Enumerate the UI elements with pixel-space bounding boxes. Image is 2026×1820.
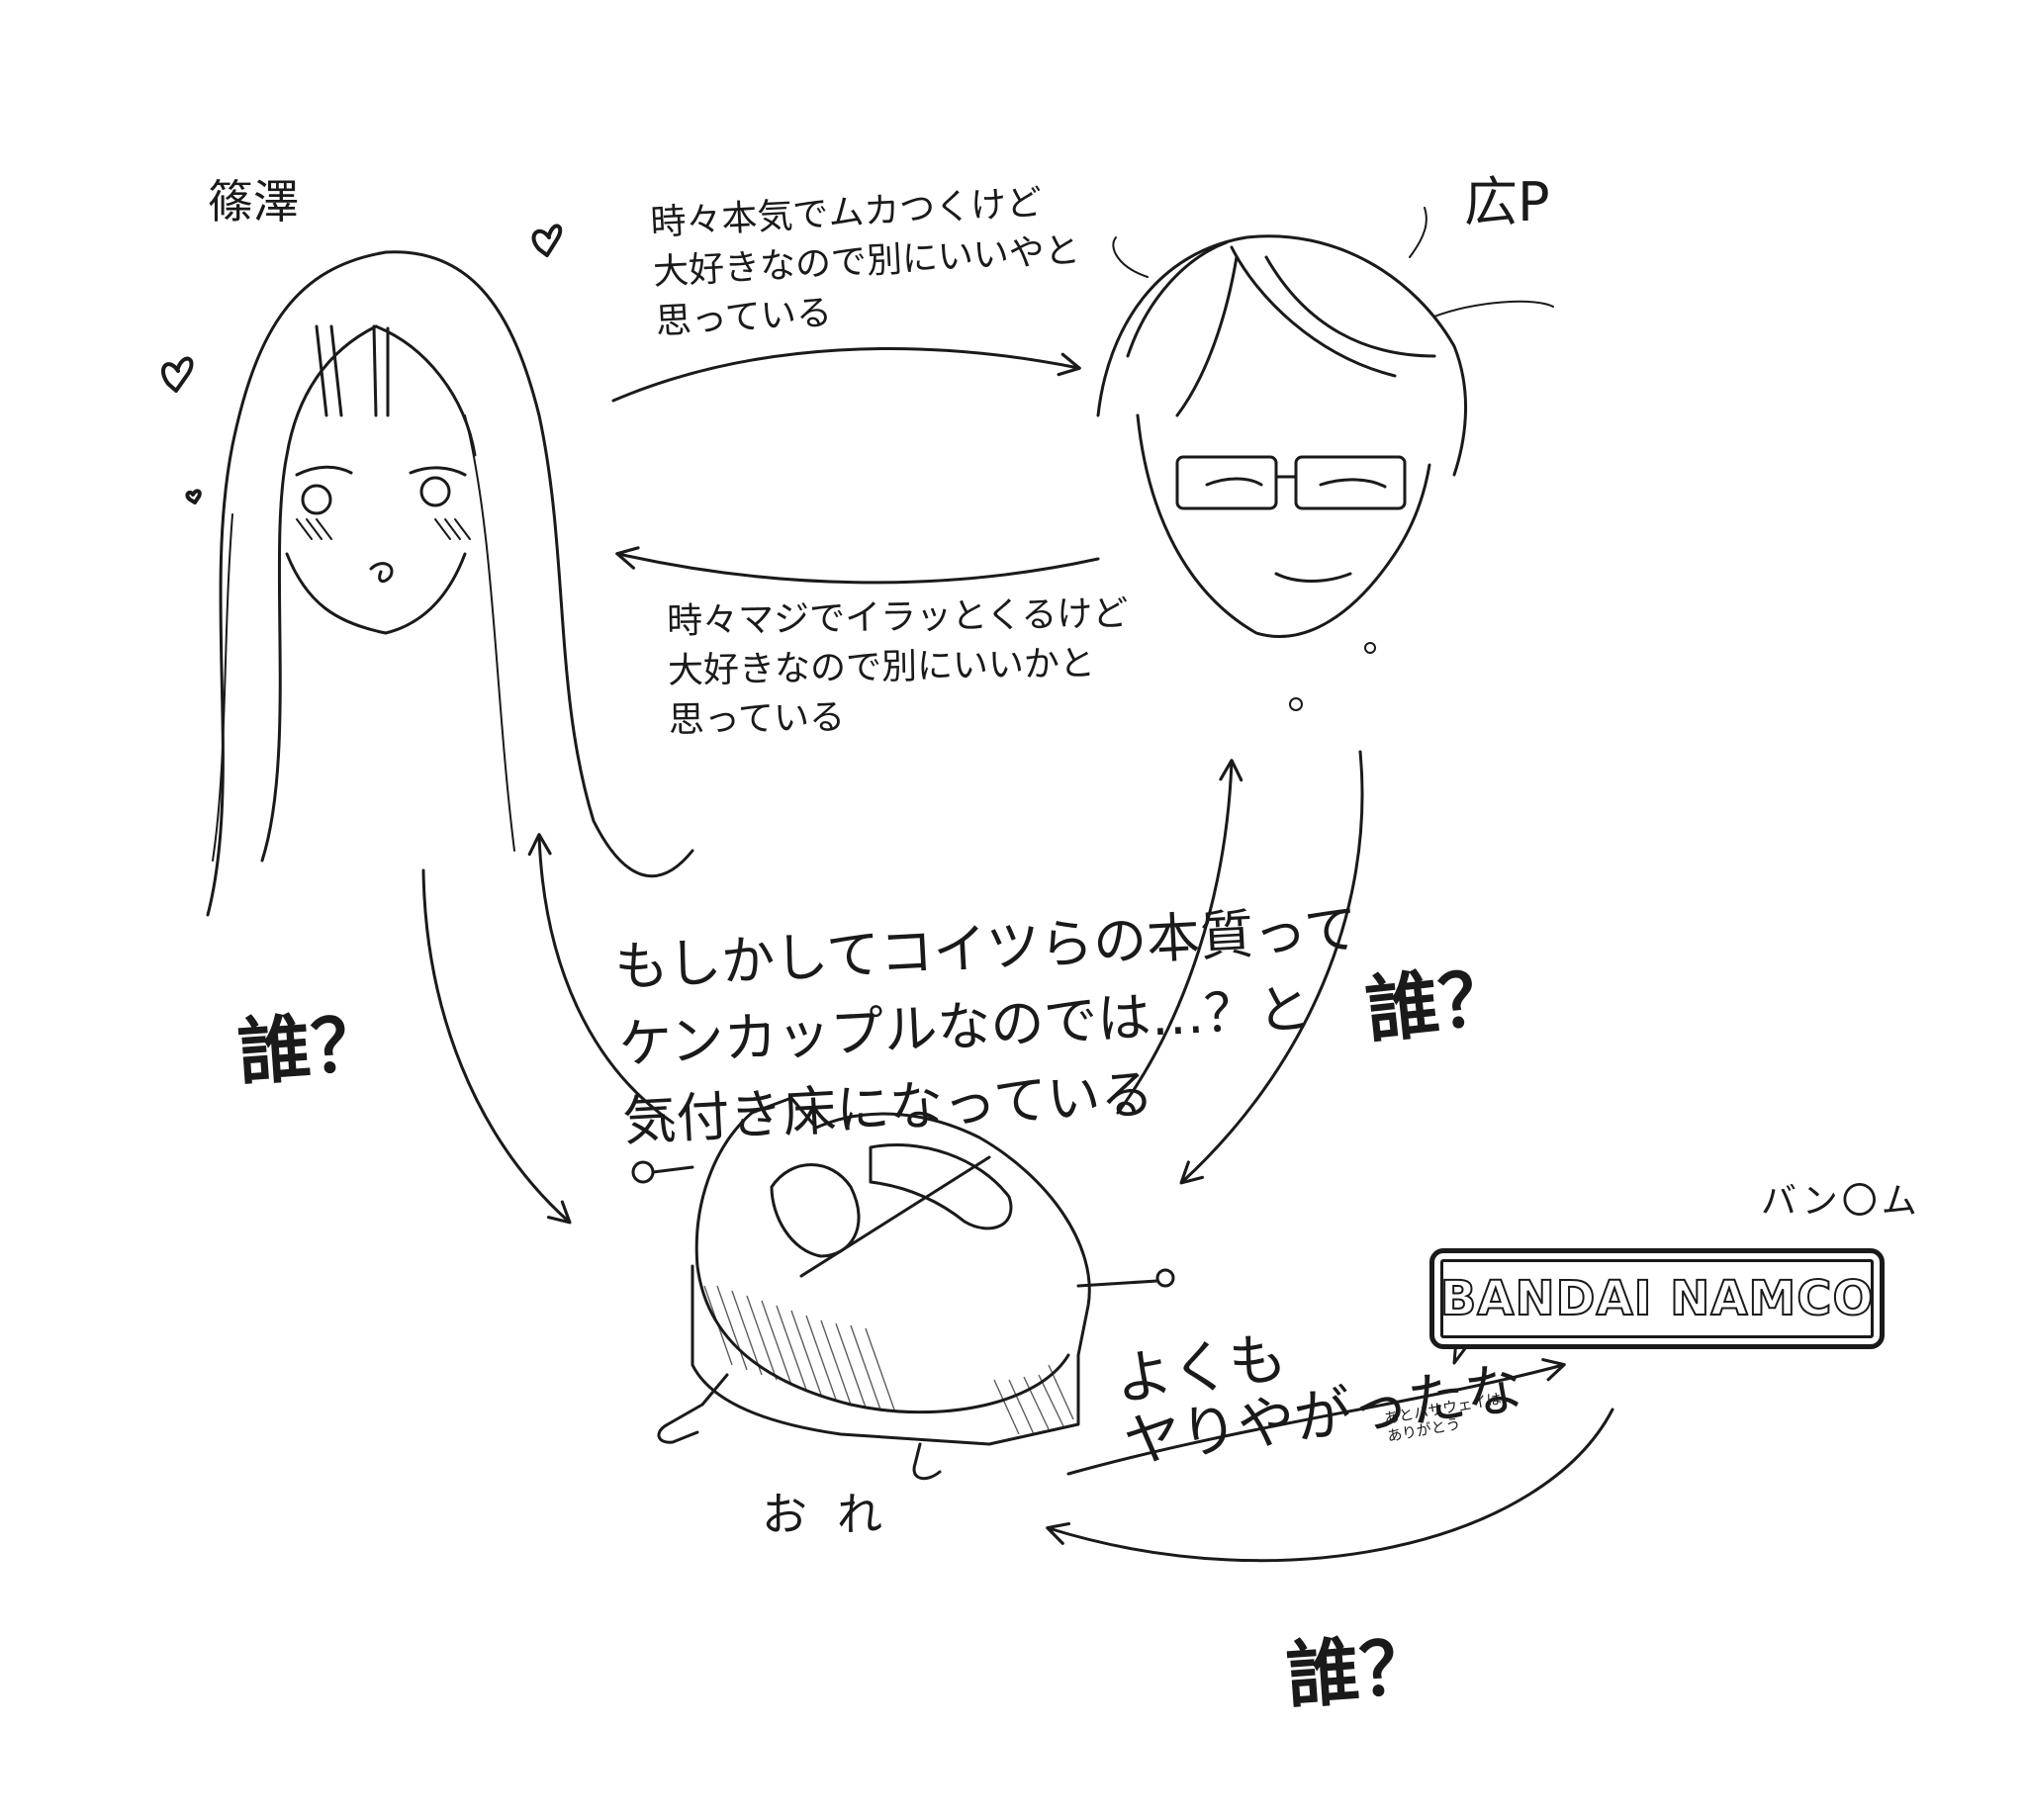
shinozawa-portrait: [161, 224, 694, 917]
bandai-namco-logo: BANDAI NAMCO: [1429, 1248, 1885, 1349]
bandai-namco-logo-text: BANDAI NAMCO: [1439, 1270, 1875, 1327]
producer-portrait: [1096, 207, 1554, 711]
bandai-namco-to-me-label: 誰？: [1283, 1623, 1436, 1720]
relation-arrows: [421, 347, 1614, 1563]
producer-to-me-label: 誰？: [1361, 954, 1517, 1054]
shinozawa-to-me-label: 誰？: [234, 1000, 388, 1097]
producer-label: 広P: [1464, 171, 1550, 233]
shinozawa-to-producer-note: 時々本気でムカつくけど 大好きなので別にいいやと 思っている: [649, 182, 1081, 343]
me-mascot: [631, 1096, 1175, 1481]
me-label: おれ: [762, 1488, 912, 1541]
me-about-pair-note: もしかしてコイツらの本質って ケンカップルなのでは…？と 気付き床になっている: [612, 897, 1359, 1153]
shinozawa-label: 篠澤: [208, 175, 299, 228]
producer-to-shinozawa-note: 時々マジでイラッとくるけど 大好きなので別にいいかと 思っている: [666, 592, 1129, 742]
bandai-namco-label: バン〇ム: [1761, 1181, 1921, 1222]
